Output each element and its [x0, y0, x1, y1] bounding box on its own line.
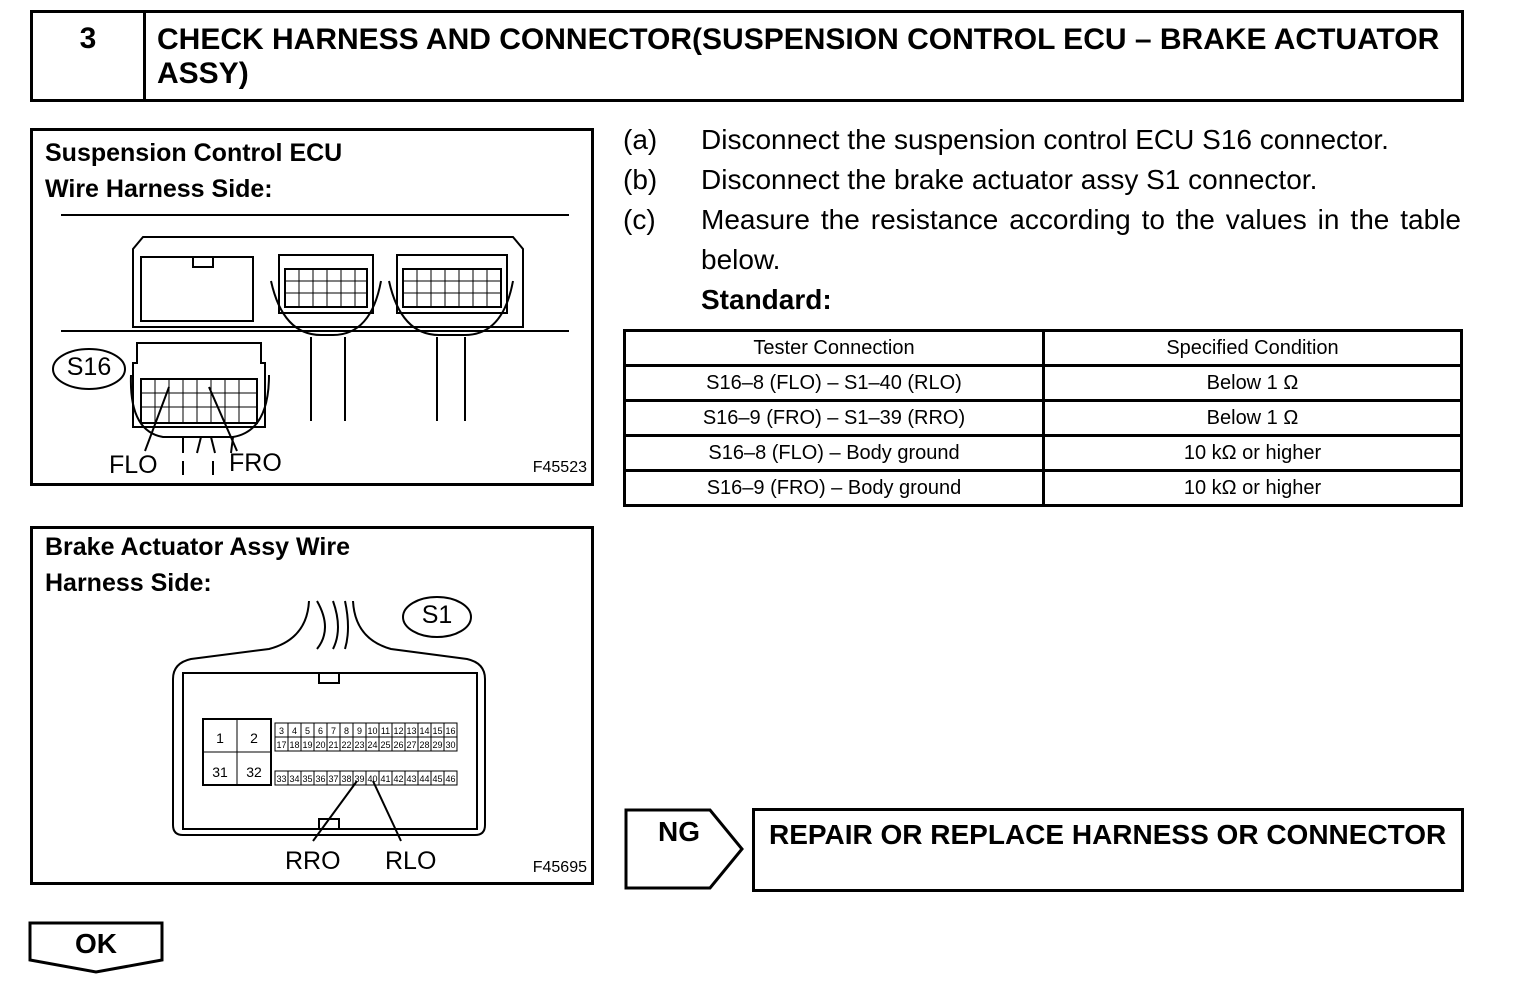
pin-17: 17: [276, 740, 286, 750]
pin-24: 24: [367, 740, 377, 750]
connector-label-s16: S16: [66, 353, 112, 381]
step-a: (a) Disconnect the suspension control EC…: [623, 120, 1463, 160]
spec-table: Tester Connection Specified Condition S1…: [623, 329, 1463, 507]
pin-6: 6: [318, 726, 323, 736]
pin-label-fro: FRO: [229, 449, 282, 477]
pin-36: 36: [315, 774, 325, 784]
pin-16: 16: [445, 726, 455, 736]
procedure-steps: (a) Disconnect the suspension control EC…: [623, 120, 1463, 320]
pin-25: 25: [380, 740, 390, 750]
pin-21: 21: [328, 740, 338, 750]
figure-ecu-title-line2: Wire Harness Side:: [45, 175, 273, 203]
table-cell: S16–8 (FLO) – S1–40 (RLO): [623, 364, 1045, 402]
pin-label-rlo: RLO: [385, 847, 437, 875]
pin-46: 46: [445, 774, 455, 784]
ng-arrow-shape: [624, 808, 744, 890]
pin-26: 26: [393, 740, 403, 750]
table-cell: 10 kΩ or higher: [1042, 469, 1463, 507]
pin-1: 1: [216, 730, 224, 746]
pin-13: 13: [406, 726, 416, 736]
pin-4: 4: [292, 726, 297, 736]
pin-14: 14: [419, 726, 429, 736]
standard-label: Standard:: [701, 284, 832, 315]
pin-22: 22: [341, 740, 351, 750]
pin-34: 34: [289, 774, 299, 784]
pin-28: 28: [419, 740, 429, 750]
standard-row: Standard:: [623, 280, 1463, 320]
step-c-text: Measure the resistance according to the …: [701, 204, 1461, 275]
ok-label: OK: [75, 928, 117, 959]
pin-5: 5: [305, 726, 310, 736]
ok-tag-shape: [28, 921, 164, 974]
table-cell: S16–8 (FLO) – Body ground: [623, 434, 1045, 472]
step-b: (b) Disconnect the brake actuator assy S…: [623, 160, 1463, 200]
table-header-row: Tester Connection Specified Condition: [623, 329, 1463, 367]
figure-code: F45695: [532, 859, 587, 876]
ecu-connector-drawing: [52, 214, 569, 475]
pin-27: 27: [406, 740, 416, 750]
pin-38: 38: [341, 774, 351, 784]
pin-label-flo: FLO: [109, 451, 158, 479]
pin-11: 11: [381, 726, 390, 736]
table-row: S16–8 (FLO) – S1–40 (RLO) Below 1 Ω: [623, 364, 1463, 402]
pin-9: 9: [357, 726, 362, 736]
table-row: S16–8 (FLO) – Body ground 10 kΩ or highe…: [623, 434, 1463, 472]
pin-20: 20: [315, 740, 325, 750]
table-cell: Below 1 Ω: [1042, 364, 1463, 402]
pin-31: 31: [212, 764, 228, 780]
ng-action-text: REPAIR OR REPLACE HARNESS OR CONNECTOR: [769, 819, 1447, 850]
figure-code: F45523: [532, 459, 587, 476]
pin-32: 32: [246, 764, 262, 780]
table-row: S16–9 (FRO) – Body ground 10 kΩ or highe…: [623, 469, 1463, 507]
pin-40: 40: [367, 774, 377, 784]
step-b-text: Disconnect the brake actuator assy S1 co…: [701, 164, 1318, 195]
pin-42: 42: [393, 774, 403, 784]
pin-15: 15: [432, 726, 442, 736]
pin-19: 19: [302, 740, 312, 750]
pin-39: 39: [354, 774, 364, 784]
table-cell: S16–9 (FRO) – S1–39 (RRO): [623, 399, 1045, 437]
pin-2: 2: [250, 730, 258, 746]
table-cell: S16–9 (FRO) – Body ground: [623, 469, 1045, 507]
pin-43: 43: [406, 774, 416, 784]
table-cell: Below 1 Ω: [1042, 399, 1463, 437]
pin-44: 44: [419, 774, 429, 784]
pin-3: 3: [279, 726, 284, 736]
pin-label-rro: RRO: [285, 847, 341, 875]
step-title: CHECK HARNESS AND CONNECTOR(SUSPENSION C…: [157, 23, 1440, 90]
step-number: 3: [33, 13, 146, 99]
table-row: S16–9 (FRO) – S1–39 (RRO) Below 1 Ω: [623, 399, 1463, 437]
table-header: Tester Connection: [623, 329, 1045, 367]
figure-brake-title-line2: Harness Side:: [45, 569, 212, 597]
pin-33: 33: [276, 774, 286, 784]
ng-action-box: REPAIR OR REPLACE HARNESS OR CONNECTOR: [752, 808, 1464, 892]
pin-18: 18: [289, 740, 299, 750]
pin-45: 45: [432, 774, 442, 784]
pin-7: 7: [331, 726, 336, 736]
step-c: (c) Measure the resistance according to …: [623, 200, 1463, 280]
pin-30: 30: [445, 740, 455, 750]
step-a-letter: (a): [623, 124, 658, 155]
figure-brake-title-line1: Brake Actuator Assy Wire: [45, 533, 350, 561]
pin-29: 29: [432, 740, 442, 750]
pin-12: 12: [393, 726, 403, 736]
table-header: Specified Condition: [1042, 329, 1463, 367]
pin-8: 8: [344, 726, 349, 736]
pin-41: 41: [380, 774, 390, 784]
step-a-text: Disconnect the suspension control ECU S1…: [701, 124, 1389, 155]
pin-10: 10: [367, 726, 377, 736]
pin-23: 23: [354, 740, 364, 750]
ng-label: NG: [658, 816, 700, 847]
pin-37: 37: [328, 774, 338, 784]
figure-brake-actuator-connector: Brake Actuator Assy Wire Harness Side: 1…: [30, 526, 594, 885]
figure-ecu-title-line1: Suspension Control ECU: [45, 139, 343, 167]
connector-label-s1: S1: [421, 601, 453, 629]
step-header: 3 CHECK HARNESS AND CONNECTOR(SUSPENSION…: [30, 10, 1464, 102]
figure-ecu-connector: Suspension Control ECU Wire Harness Side…: [30, 128, 594, 486]
pin-35: 35: [302, 774, 312, 784]
step-c-letter: (c): [623, 204, 656, 235]
step-b-letter: (b): [623, 164, 658, 195]
table-cell: 10 kΩ or higher: [1042, 434, 1463, 472]
